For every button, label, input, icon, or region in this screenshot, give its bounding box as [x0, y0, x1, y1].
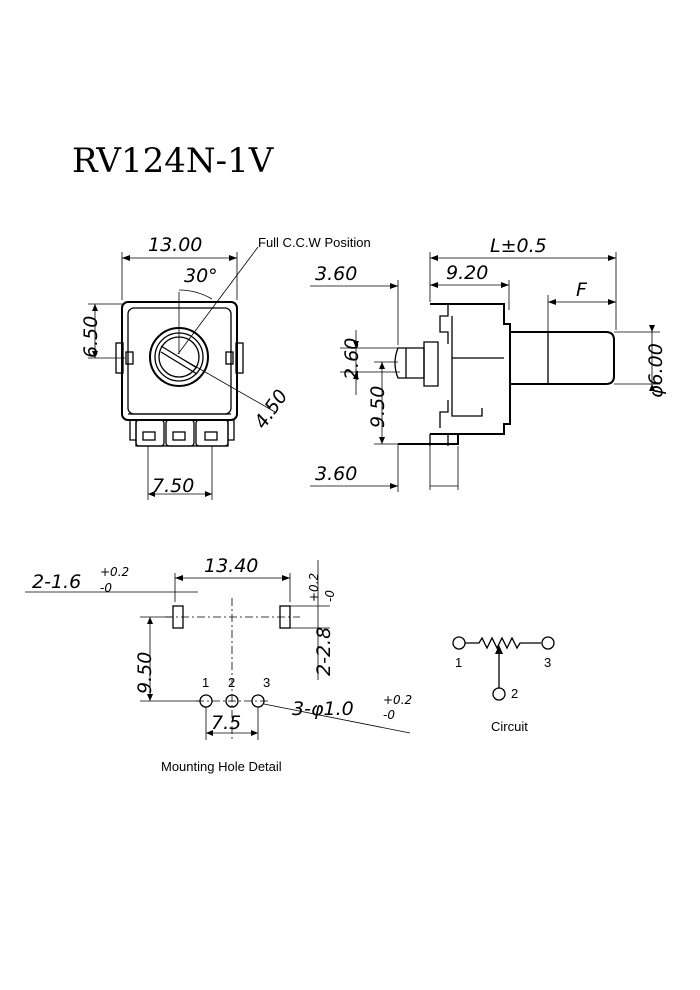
dim-pitch: 7.5 [211, 712, 241, 734]
dim-body-depth: 9.20 [446, 262, 488, 284]
mounting-detail: 13.40 2-1.6 +0.2 -0 2-2.8 +0.2 -0 9.50 1… [25, 555, 412, 774]
circuit-label-3: 3 [544, 655, 551, 670]
part-title: RV124N-1V [72, 141, 275, 181]
circuit-label-1: 1 [455, 655, 462, 670]
mounting-caption: Mounting Hole Detail [161, 759, 282, 774]
dim-hole-tol-minus: -0 [383, 708, 395, 722]
dim-shaft-height: 9.50 [367, 386, 389, 428]
front-view: 13.00 Full C.C.W Position 30° 6.50 4.50 [80, 234, 371, 500]
side-terminal [398, 433, 464, 445]
hole-label-1: 1 [202, 675, 209, 690]
terminals [129, 419, 235, 447]
dim-mount-vertical: 9.50 [134, 652, 156, 694]
hole-label-2: 2 [228, 675, 235, 690]
hole-2 [225, 694, 239, 708]
side-view: L±0.5 9.20 3.60 F φ6.00 [310, 235, 667, 492]
hole-label-3: 3 [263, 675, 270, 690]
pot-body [121, 301, 238, 421]
dim-flat: F [576, 279, 588, 301]
side-body [430, 303, 511, 435]
circuit-label-2: 2 [511, 686, 518, 701]
wiper-arrow-icon [495, 645, 503, 654]
dim-slot-len-tol-plus: +0.2 [307, 573, 321, 602]
shaft-outer [149, 327, 209, 387]
dim-hole: 3-φ1.0 [292, 698, 354, 720]
dim-width: 13.00 [148, 234, 202, 256]
dim-slot-len-tol-minus: -0 [323, 590, 337, 602]
side-bushing [394, 347, 425, 379]
dim-slot-len: 2-2.8 [313, 627, 335, 676]
dim-offset-bottom: 3.60 [315, 463, 357, 485]
resistor-symbol [465, 636, 541, 650]
side-shaft [510, 331, 615, 385]
circuit-caption: Circuit [491, 719, 528, 734]
circuit-pin-3 [541, 636, 555, 650]
dim-shaft-dia: φ6.00 [645, 343, 667, 398]
dim-mount-span: 13.40 [204, 555, 258, 577]
dim-angle: 30° [184, 265, 218, 287]
dim-hole-tol-plus: +0.2 [383, 693, 412, 707]
dim-bushing: 2.60 [341, 338, 363, 380]
dim-pin-span: 7.50 [152, 475, 194, 497]
dim-slot-tol-plus: +0.2 [100, 565, 129, 579]
ccw-leader [177, 246, 259, 355]
dim-slot-tol-minus: -0 [100, 581, 112, 595]
dim-offset-top: 3.60 [315, 263, 357, 285]
dim-radius: 4.50 [250, 386, 292, 433]
dim-height: 6.50 [80, 316, 102, 358]
dim-slot: 2-1.6 [32, 571, 81, 593]
circuit-diagram: 1 2 3 Circuit [452, 636, 555, 734]
dim-length: L±0.5 [490, 235, 547, 257]
ccw-callout: Full C.C.W Position [258, 235, 371, 250]
circuit-pin-1 [452, 636, 466, 650]
circuit-pin-2 [492, 687, 506, 701]
